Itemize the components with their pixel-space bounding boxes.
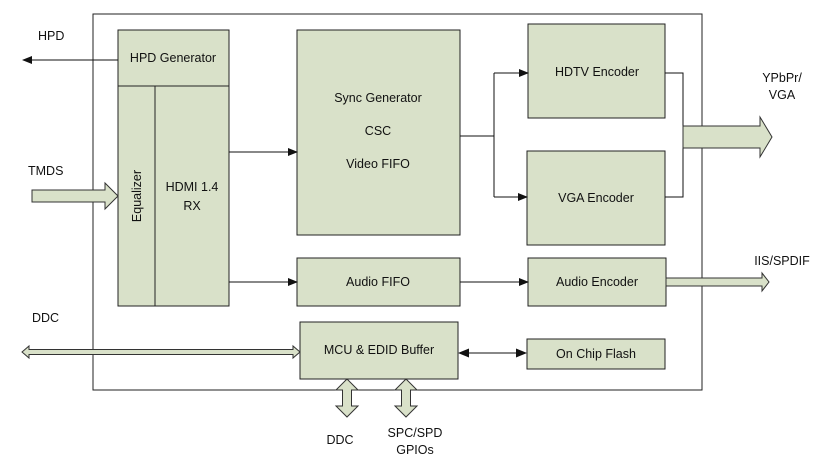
ypbpr-signal-label-line2: VGA [769,88,796,102]
csc-label: CSC [365,124,391,138]
ddc-left-bus-arrow [21,344,301,360]
video-fifo-label: Video FIFO [346,157,410,171]
ypbpr-vga-output-bus-arrow [682,115,773,159]
on-chip-flash-label: On Chip Flash [556,347,636,361]
mcu-edid-buffer-label: MCU & EDID Buffer [324,343,434,357]
audio-encoder-label: Audio Encoder [556,275,638,289]
iis-spdif-output-bus-arrow [665,271,770,293]
vga-encoder-label: VGA Encoder [558,191,634,205]
tmds-signal-label: TMDS [28,164,63,178]
mcu-flash-arrowhead-right [516,348,527,358]
spc-spd-signal-label-line2: GPIOs [396,443,434,457]
gpio-bus-arrow [393,378,419,418]
mcu-edid-buffer-block [299,321,459,380]
hpd-signal-label: HPD [38,29,64,43]
mcu-flash-arrowhead-left [458,348,469,358]
equalizer-label: Equalizer [130,170,144,222]
on-chip-flash-block [526,338,666,370]
video-to-hdtv-wire [460,73,495,137]
hdmi-rx-block [154,85,230,307]
sync-generator-label: Sync Generator [334,91,422,105]
video-processing-block [296,29,461,236]
hpd-generator-label: HPD Generator [130,51,216,65]
tmds-input-bus-arrow [31,181,119,211]
ypbpr-signal-label-line1: YPbPr/ [762,71,802,85]
ddc-left-signal-label: DDC [32,311,59,325]
audio-fifo-label: Audio FIFO [346,275,410,289]
spc-spd-signal-label-line1: SPC/SPD [388,426,443,440]
iis-spdif-signal-label: IIS/SPDIF [754,254,810,268]
hdmi-rx-label-line2: RX [183,199,201,213]
hdtv-encoder-label: HDTV Encoder [555,65,639,79]
encoder-output-merge-wire [665,72,684,198]
equalizer-block [117,85,156,307]
hdmi-rx-label-line1: HDMI 1.4 [166,180,219,194]
ddc-bottom-signal-label: DDC [326,433,353,447]
ddc-bottom-bus-arrow [334,378,360,418]
